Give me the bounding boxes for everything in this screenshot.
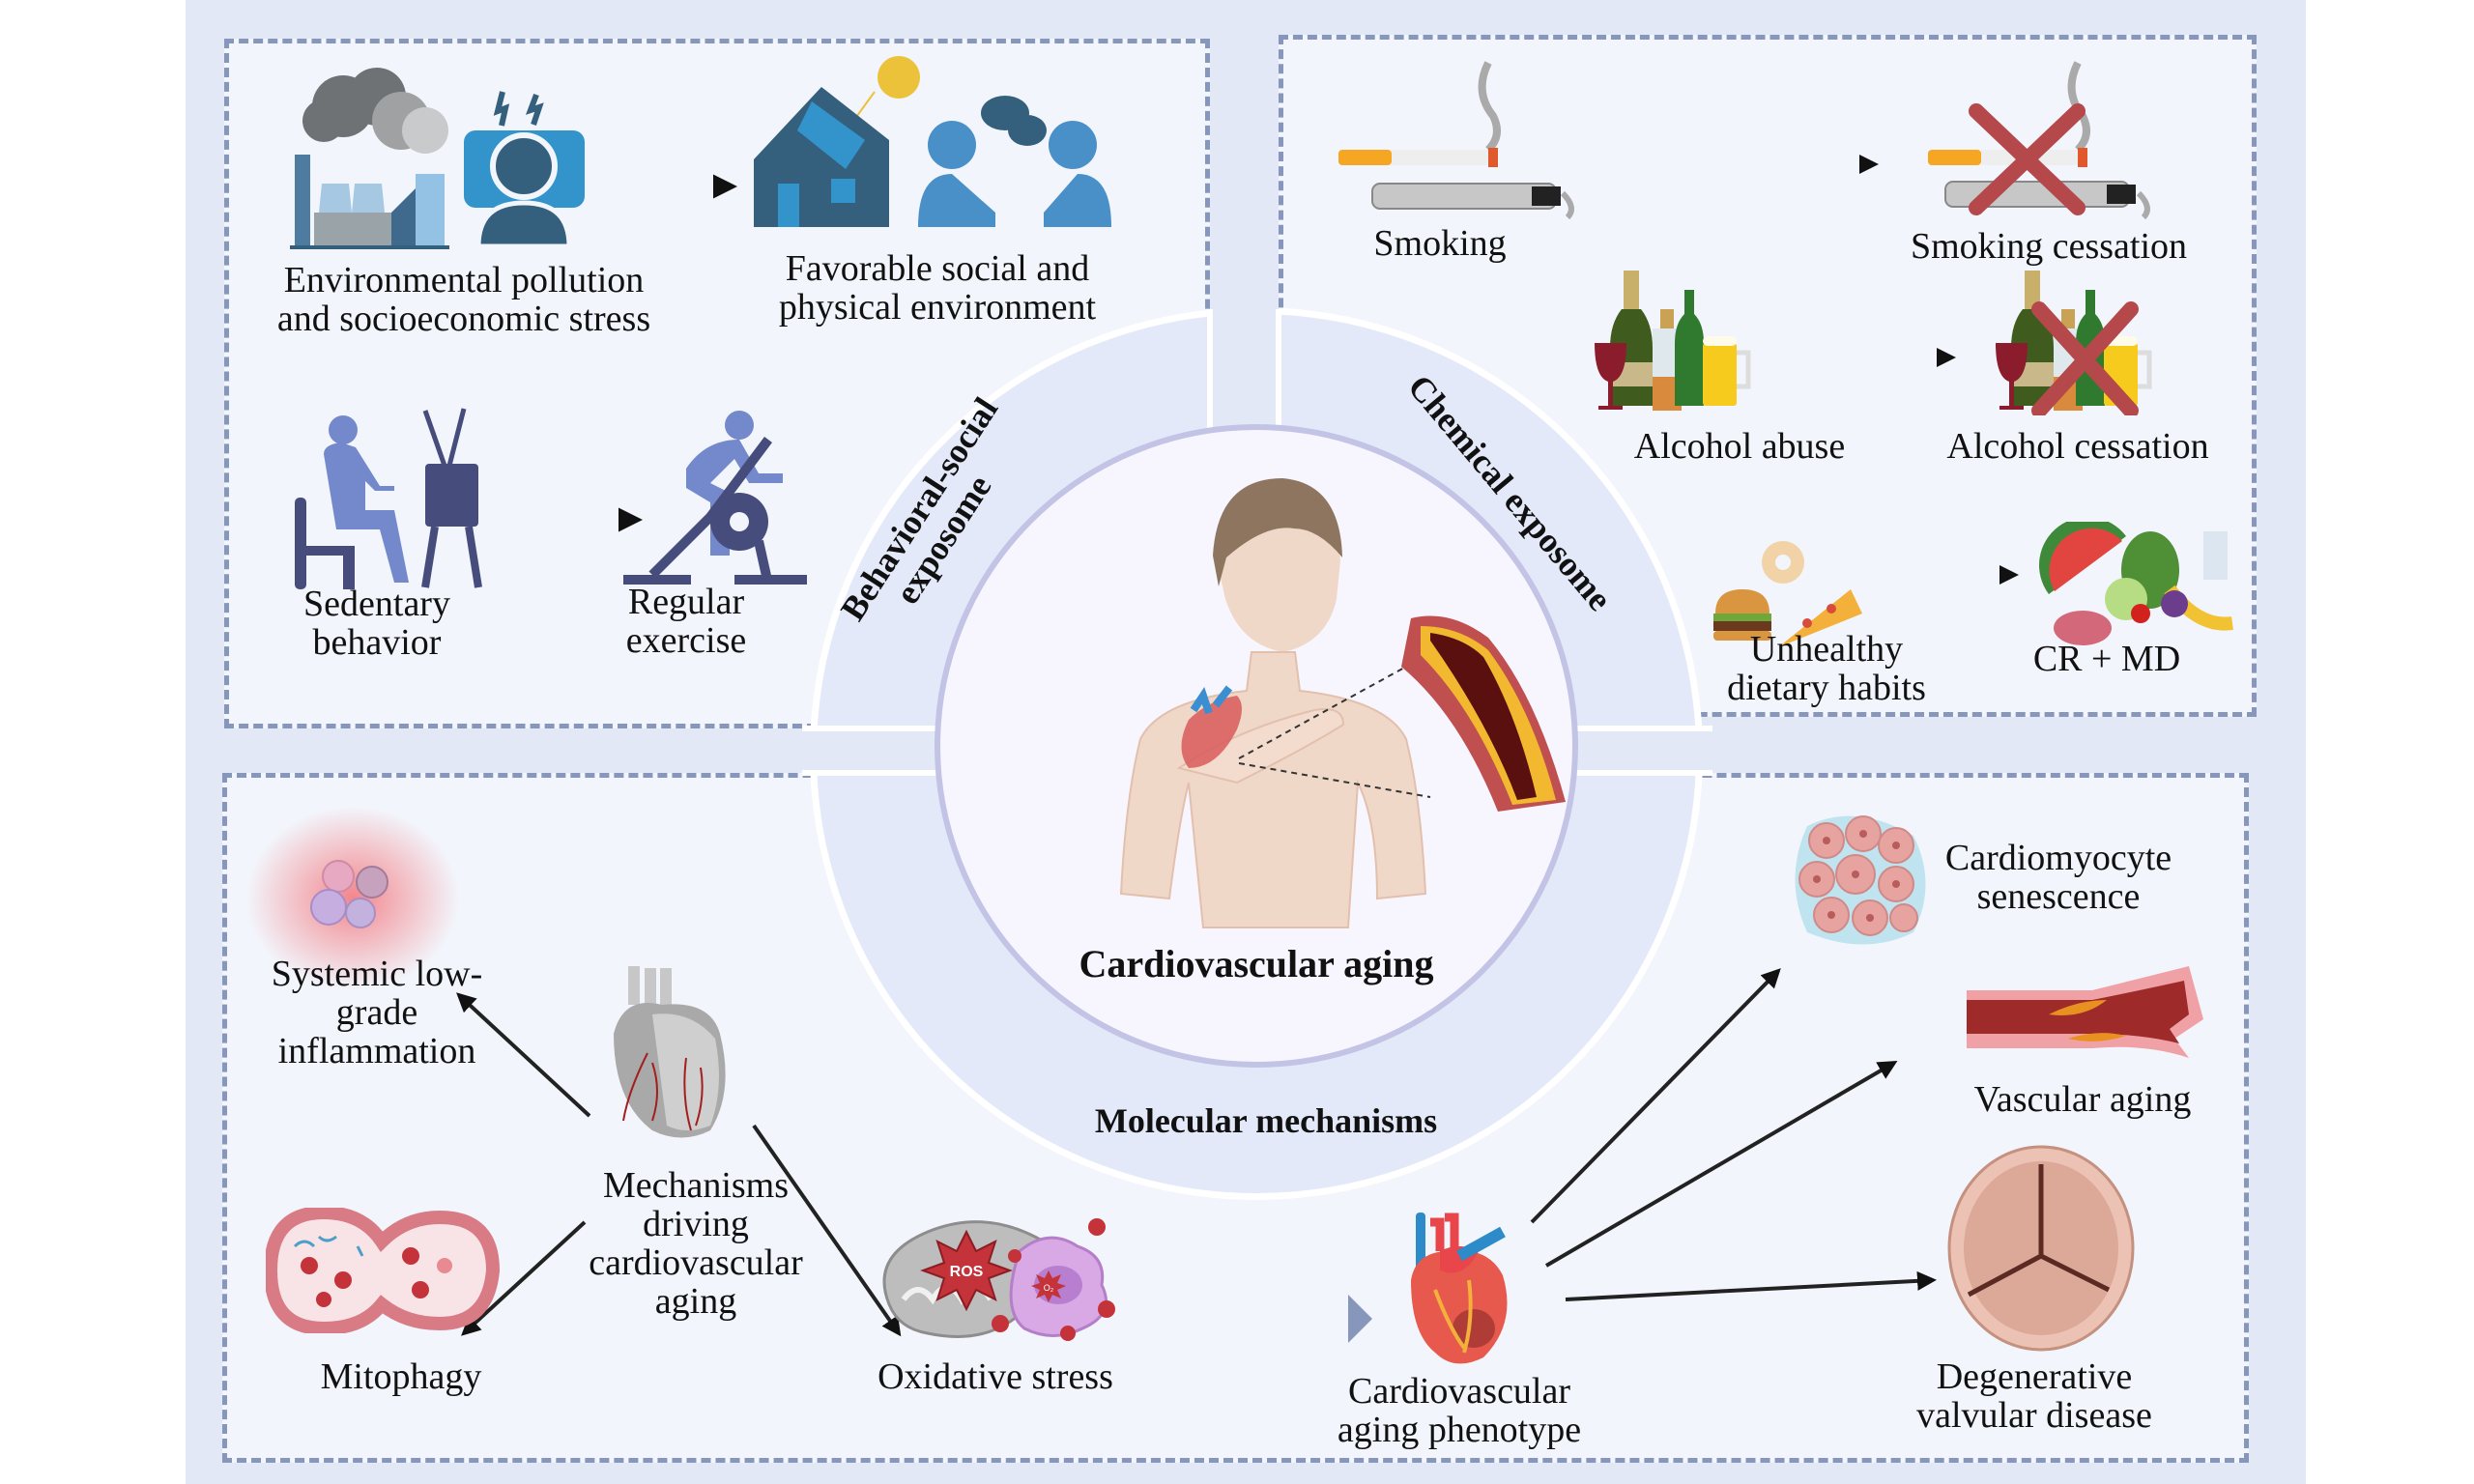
label-oxidative-stress: Oxidative stress: [877, 1356, 1113, 1397]
label-valvular-disease: Degenerative valvular disease: [1894, 1357, 2174, 1435]
label-sedentary-behavior: Sedentary behavior: [271, 585, 483, 662]
label-line: driving: [643, 1204, 749, 1244]
label-line: inflammation: [277, 1031, 476, 1071]
exercise-bike-icon: [623, 411, 807, 585]
arrow-oxidative-to-phenotype-head: [1348, 1295, 1372, 1343]
sedentary-tv-icon: [295, 408, 482, 589]
mitophagy-icon: [266, 1208, 501, 1333]
label-vascular-aging: Vascular aging: [1973, 1079, 2192, 1120]
label-line: aging phenotype: [1337, 1410, 1582, 1450]
label-line: Cardiomyocyte: [1944, 838, 2172, 878]
label-line: cardiovascular: [589, 1242, 803, 1283]
center-title: Cardiovascular aging: [1079, 942, 1434, 985]
label-line: Systemic low-: [271, 954, 483, 994]
label-line: senescence: [1976, 876, 2141, 917]
alcohol-bottles-crossed-icon: [1996, 271, 2152, 415]
factory-pollution-icon: [290, 68, 449, 249]
label-line: exercise: [625, 620, 747, 661]
arrow-phenotype-to-vascular: [1544, 1060, 1898, 1268]
label-inflammation: Systemic low- grade inflammation: [232, 955, 522, 1070]
alcohol-bottles-icon: [1595, 271, 1751, 411]
arrow-phenotype-to-cardiomyocyte: [1530, 968, 1781, 1224]
label-line: behavior: [312, 622, 442, 663]
label-line: Regular: [627, 582, 745, 622]
human-figure-icon: [1119, 478, 1431, 928]
aging-heart-icon: [1411, 1213, 1508, 1364]
label-unhealthy-diet: Unhealthy dietary habits: [1701, 630, 1952, 707]
inflammation-cells-icon: [246, 807, 459, 990]
social-conversation-icon: [918, 96, 1111, 227]
label-alcohol-abuse: Alcohol abuse: [1633, 426, 1846, 467]
cardiomyocyte-cluster-icon: [1795, 815, 1926, 945]
label-line: Cardiovascular: [1347, 1371, 1571, 1412]
healthy-food-icon: [2039, 522, 2233, 645]
label-aging-phenotype: Cardiovascular aging phenotype: [1305, 1372, 1614, 1449]
label-line: physical environment: [778, 287, 1097, 328]
arrow-hub-to-mitophagy: [461, 1220, 587, 1336]
stressed-person-icon: [464, 91, 585, 246]
arrow-phenotype-to-valve: [1565, 1270, 1937, 1301]
label-line: grade: [335, 992, 418, 1033]
oxidative-stress-icon: ROS O₂: [882, 1218, 1115, 1341]
cigarette-vape-icon: [1338, 61, 1574, 220]
ros-label: ROS: [950, 1264, 984, 1280]
label-line: valvular disease: [1916, 1395, 2152, 1436]
cigarette-vape-crossed-icon: [1928, 61, 2150, 220]
label-cr-md: CR + MD: [2032, 639, 2181, 679]
label-mitophagy: Mitophagy: [320, 1356, 482, 1397]
atherosclerotic-artery-icon: [1401, 615, 1566, 812]
label-mechanisms-hub: Mechanisms driving cardiovascular aging: [551, 1166, 841, 1321]
ring-label-molecular: Molecular mechanisms: [1094, 1101, 1438, 1140]
label-line: Sedentary: [303, 584, 450, 624]
label-line: Environmental pollution: [283, 260, 645, 300]
label-line: Unhealthy: [1749, 629, 1904, 670]
superoxide-label: O₂: [1044, 1283, 1054, 1293]
solar-house-icon: [754, 56, 920, 227]
arrow-hub-to-oxidative: [752, 1124, 902, 1337]
label-line: Degenerative: [1936, 1356, 2133, 1397]
degenerative-valve-icon: [1947, 1145, 2135, 1352]
label-smoking-cessation: Smoking cessation: [1910, 226, 2188, 267]
label-line: aging: [654, 1281, 737, 1322]
label-line: and socioeconomic stress: [276, 299, 651, 339]
label-line: Mechanisms: [602, 1165, 790, 1206]
grey-heart-icon: [614, 966, 726, 1138]
label-favorable-environment: Favorable social and physical environmen…: [734, 249, 1140, 327]
label-regular-exercise: Regular exercise: [590, 583, 783, 660]
label-alcohol-cessation: Alcohol cessation: [1946, 426, 2209, 467]
label-line: dietary habits: [1727, 668, 1926, 708]
ros-burst: [920, 1229, 1013, 1312]
label-smoking: Smoking: [1373, 223, 1507, 264]
label-pollution-stress: Environmental pollution and socioeconomi…: [261, 261, 667, 338]
label-cardiomyocyte-senescence: Cardiomyocyte senescence: [1923, 839, 2194, 916]
arrow-hub-to-inflammation: [456, 992, 591, 1118]
label-line: Favorable social and: [785, 248, 1090, 289]
junk-food-icon: [1713, 541, 1862, 647]
vascular-aging-icon: [1967, 966, 2203, 1058]
